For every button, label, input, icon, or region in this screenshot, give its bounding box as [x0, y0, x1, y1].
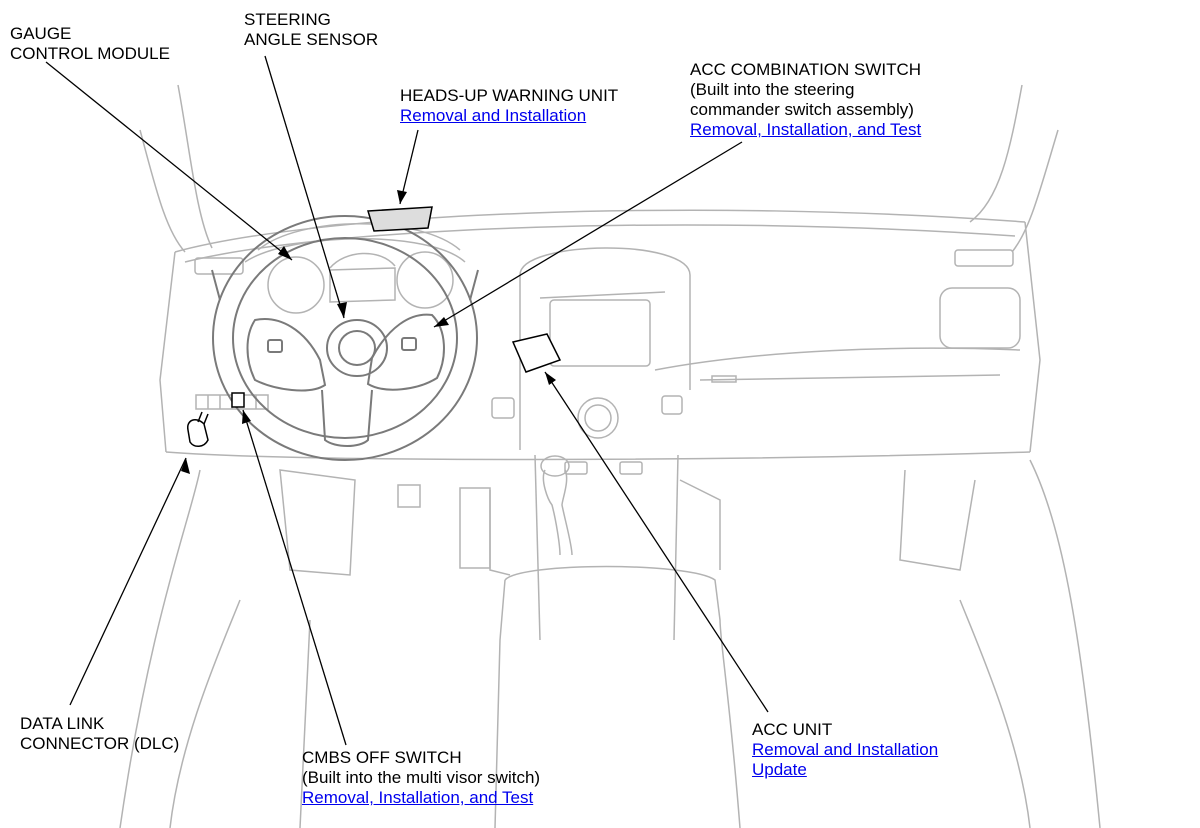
acc-unit-update-link[interactable]: Update: [752, 760, 807, 779]
heads-up-warning-unit-removal-link[interactable]: Removal and Installation: [400, 106, 587, 125]
dlc-component: [187, 419, 209, 447]
acc-unit-label: ACC UNIT Removal and Installation Update: [752, 720, 938, 780]
cmbs-off-switch-component: [231, 392, 245, 408]
leader-acc-unit: [544, 371, 769, 713]
heads-up-warning-unit-title: HEADS-UP WARNING UNIT: [400, 86, 619, 105]
leader-steering-angle-sensor: [264, 55, 345, 319]
gauge-control-module-label: GAUGE CONTROL MODULE: [10, 24, 170, 64]
acc-combination-switch-note-1: (Built into the steering: [690, 80, 855, 99]
leader-gauge-control-module: [45, 61, 293, 261]
leader-arrowheads: [181, 190, 556, 474]
acc-unit-component: [511, 333, 562, 373]
acc-unit-removal-link[interactable]: Removal and Installation: [752, 740, 939, 759]
cmbs-off-switch-label: CMBS OFF SWITCH (Built into the multi vi…: [302, 748, 540, 808]
acc-combination-switch-test-link[interactable]: Removal, Installation, and Test: [690, 120, 922, 139]
steering-angle-sensor-line-1: STEERING: [244, 10, 331, 29]
interior-outline: [119, 84, 1101, 828]
leader-lines: [45, 55, 769, 746]
cmbs-off-switch-title: CMBS OFF SWITCH: [302, 748, 462, 767]
data-link-connector-line-2: CONNECTOR (DLC): [20, 734, 180, 753]
leader-data-link-connector: [69, 457, 187, 706]
acc-unit-title: ACC UNIT: [752, 720, 833, 739]
component-markers: [187, 206, 562, 447]
heads-up-warning-unit-label: HEADS-UP WARNING UNIT Removal and Instal…: [400, 86, 618, 126]
heads-up-warning-unit-component: [367, 206, 433, 232]
data-link-connector-label: DATA LINK CONNECTOR (DLC): [20, 714, 179, 754]
steering-angle-sensor-line-2: ANGLE SENSOR: [244, 30, 379, 49]
leader-acc-combination-switch: [433, 141, 743, 328]
acc-combination-switch-title: ACC COMBINATION SWITCH: [690, 60, 922, 79]
gauge-control-module-line-1: GAUGE: [10, 24, 72, 43]
cmbs-off-switch-note: (Built into the multi visor switch): [302, 768, 541, 787]
cmbs-off-switch-test-link[interactable]: Removal, Installation, and Test: [302, 788, 534, 807]
leader-cmbs-off-switch: [242, 409, 347, 746]
steering-angle-sensor-label: STEERING ANGLE SENSOR: [244, 10, 378, 50]
data-link-connector-line-1: DATA LINK: [20, 714, 105, 733]
steering-wheel: [211, 215, 479, 461]
gauge-control-module-line-2: CONTROL MODULE: [10, 44, 170, 63]
acc-combination-switch-note-2: commander switch assembly): [690, 100, 914, 119]
acc-combination-switch-label: ACC COMBINATION SWITCH (Built into the s…: [690, 60, 921, 140]
